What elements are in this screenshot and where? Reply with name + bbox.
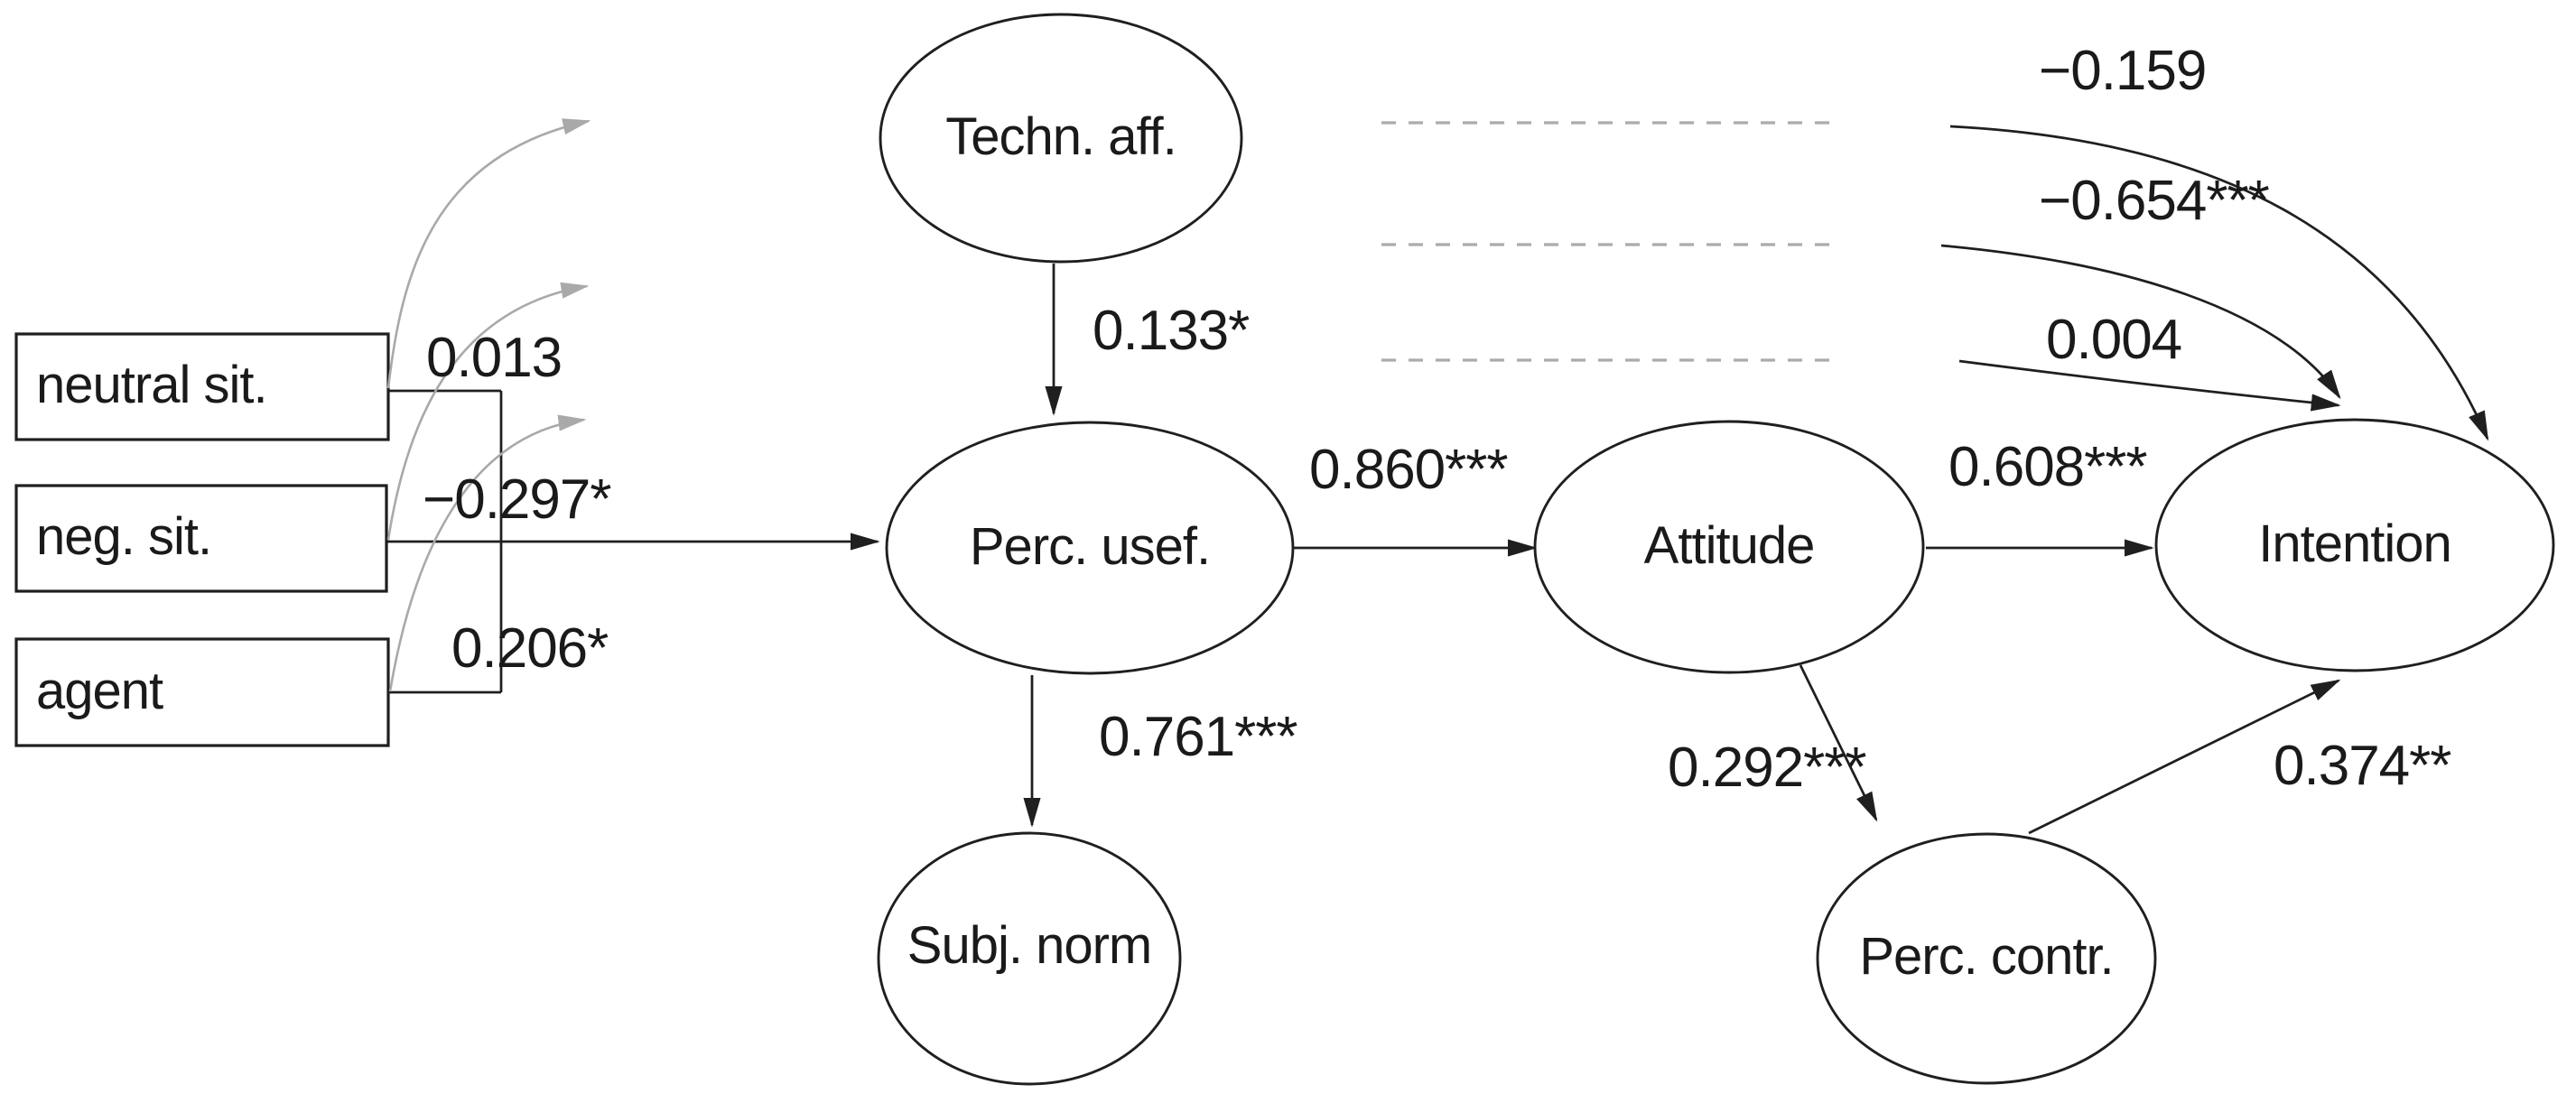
ellipse-perc-contr	[1816, 832, 2157, 1085]
coef-perc-usef-to-subj-norm: 0.761***	[1099, 706, 1298, 768]
gray-curve-neutral-sit	[386, 118, 591, 389]
arrow-perc-contr-to-intention	[2028, 679, 2341, 835]
gray-curved-arrows	[386, 118, 591, 692]
coef-attitude-to-intention: 0.608***	[1948, 436, 2148, 498]
dashed-connectors	[1381, 121, 1833, 362]
coef-neutral-sit-to-perc-usef: 0.013	[426, 327, 563, 389]
coef-neg-sit-to-perc-usef: −0.297*	[423, 468, 611, 531]
node-label-perc-usef: Perc. usef.	[969, 517, 1211, 576]
coef-perc-contr-to-intention: 0.374**	[2274, 735, 2451, 797]
coef-attitude-to-perc-contr: 0.292***	[1668, 737, 1867, 799]
coef-neutral-sit-to-intention: −0.159	[2039, 40, 2207, 102]
coef-perc-usef-to-attitude: 0.860***	[1309, 439, 1509, 501]
node-label-subj-norm: Subj. norm	[907, 916, 1152, 975]
curved-arrows-to-intention	[1940, 125, 2489, 441]
box-label-neutral-sit: neutral sit.	[36, 356, 268, 414]
node-label-attitude: Attitude	[1643, 516, 1816, 575]
gray-curve-agent	[388, 414, 587, 692]
coef-agent-to-intention: 0.004	[2046, 309, 2182, 371]
ellipse-subj-norm	[877, 831, 1182, 1086]
coef-agent-to-perc-usef: 0.206*	[451, 617, 609, 680]
node-label-techn-aff: Techn. aff.	[945, 107, 1177, 166]
box-label-neg-sit: neg. sit.	[36, 507, 212, 566]
node-label-intention: Intention	[2258, 514, 2452, 573]
ellipse-intention	[2154, 418, 2555, 672]
curve-neutral-sit-to-intention	[1949, 125, 2489, 441]
ellipse-perc-usef	[885, 421, 1295, 675]
curve-neg-sit-to-intention	[1940, 244, 2341, 400]
node-label-perc-contr: Perc. contr.	[1859, 927, 2114, 986]
coef-techn-aff-to-perc-usef: 0.133*	[1093, 300, 1250, 362]
box-label-agent: agent	[36, 662, 163, 720]
ellipse-attitude	[1533, 420, 1925, 674]
curve-agent-to-intention	[1958, 359, 2341, 412]
coef-neg-sit-to-intention: −0.654***	[2039, 170, 2270, 232]
box-agent	[14, 637, 390, 747]
box-neutral-sit	[14, 332, 390, 441]
box-neg-sit	[14, 484, 388, 593]
gray-curve-neg-sit	[386, 282, 590, 541]
straight-arrows	[386, 264, 2341, 835]
latent-ellipses	[877, 13, 2555, 1086]
ellipse-techn-aff	[879, 13, 1243, 264]
arrow-attitude-to-perc-contr	[1799, 664, 1878, 822]
observed-boxes	[14, 332, 390, 747]
